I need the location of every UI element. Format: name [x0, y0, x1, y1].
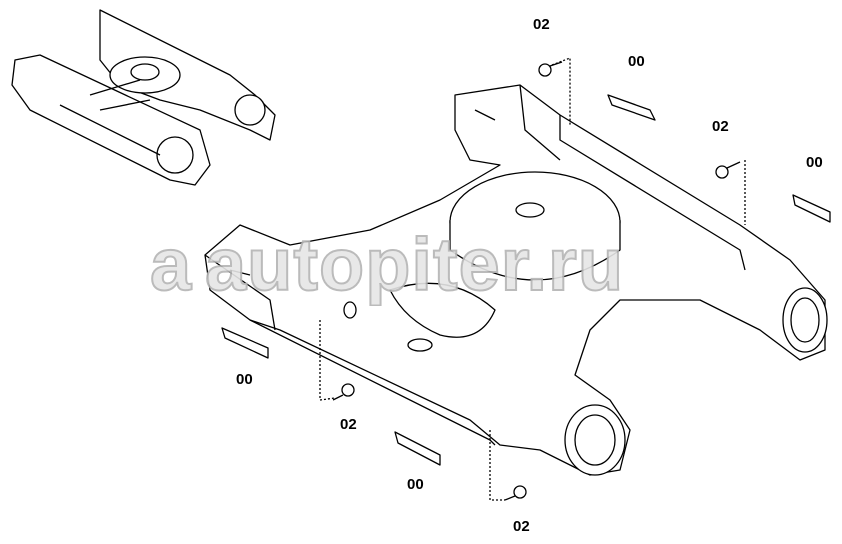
- guard-00-1: [607, 94, 656, 121]
- callout-label: 02: [340, 416, 357, 433]
- guard-00-3: [221, 327, 269, 359]
- callout-label: 00: [407, 476, 424, 493]
- watermark-logo: a: [149, 222, 193, 307]
- bolt-02-1: [538, 61, 563, 77]
- watermark-text: autopiter.ru: [204, 222, 625, 307]
- callout-label: 02: [513, 518, 530, 535]
- main-frame: [204, 84, 828, 476]
- inset-track-frame: [11, 9, 276, 186]
- callout-label: 02: [533, 16, 550, 33]
- callout-label: 02: [712, 118, 729, 135]
- callout-label: 00: [806, 154, 823, 171]
- bolt-02-2: [715, 161, 741, 179]
- callout-label: 00: [236, 371, 253, 388]
- callout-label: 00: [628, 53, 645, 70]
- guard-00-4: [394, 431, 441, 466]
- guard-00-2: [792, 194, 831, 223]
- bolt-02-4: [504, 485, 527, 501]
- parts: [221, 57, 831, 501]
- bolt-02-3: [332, 383, 355, 401]
